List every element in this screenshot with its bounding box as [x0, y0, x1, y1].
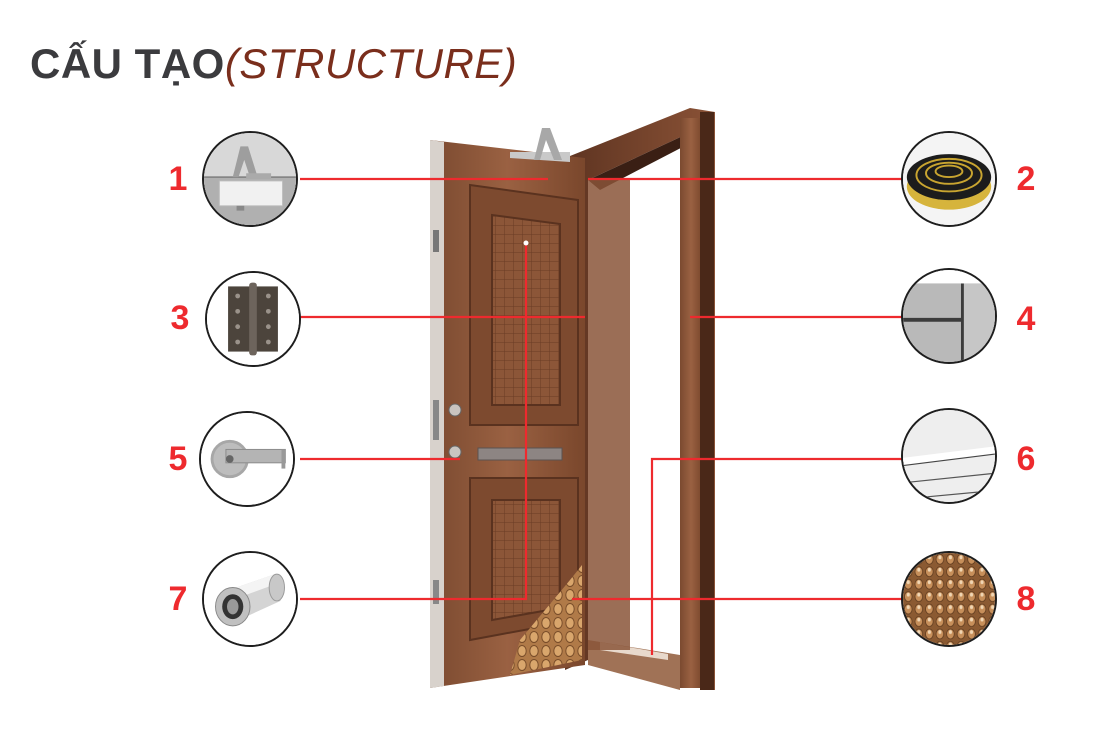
lever-handle-icon — [199, 411, 295, 507]
frame-corner-icon — [901, 268, 997, 364]
callout-number-7: 7 — [168, 580, 188, 618]
callout-line-6 — [650, 457, 903, 655]
door-frame — [565, 108, 715, 690]
callout-number-2: 2 — [1016, 160, 1036, 198]
door-leaf — [430, 140, 585, 688]
callout-line-7 — [300, 243, 528, 601]
honeycomb-core-icon — [901, 551, 997, 647]
callout-number-4: 4 — [1016, 300, 1036, 338]
title-english: (STRUCTURE) — [224, 40, 518, 87]
threshold-strip-icon — [901, 408, 997, 504]
door-closer-on-door — [510, 128, 570, 162]
rubber-seal-roll-icon — [901, 131, 997, 227]
door-closer-icon — [202, 131, 298, 227]
callout-number-3: 3 — [170, 299, 190, 337]
callout-number-1: 1 — [168, 160, 188, 198]
title-vietnamese: CẤU TẠO — [30, 40, 225, 87]
page-title: CẤU TẠO(STRUCTURE) — [30, 38, 517, 90]
callout-lines — [296, 177, 910, 655]
callout-number-8: 8 — [1016, 580, 1036, 618]
callout-number-6: 6 — [1016, 440, 1036, 478]
door-viewer-icon — [202, 551, 298, 647]
hinge-icon — [205, 271, 301, 367]
callout-number-5: 5 — [168, 440, 188, 478]
